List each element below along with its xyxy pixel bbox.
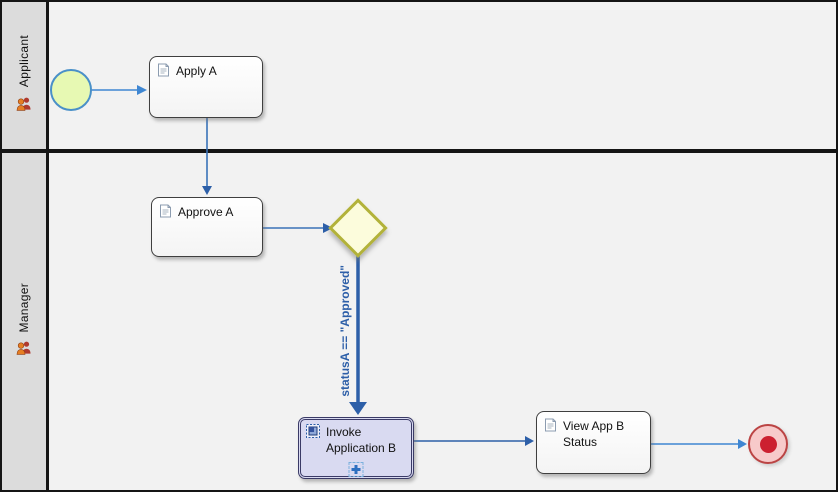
flow-approve-to-gateway[interactable]	[262, 223, 333, 233]
lane-label-manager: Manager	[17, 282, 31, 333]
flow-view-to-end[interactable]	[650, 439, 747, 449]
task-document-icon	[157, 63, 170, 80]
collapsed-subprocess-plus-icon[interactable]	[348, 462, 364, 477]
flow-apply-to-approve[interactable]	[202, 118, 212, 195]
flow-invoke-to-view[interactable]	[413, 436, 534, 446]
task-document-icon	[544, 418, 557, 435]
task-label: Invoke Application B	[326, 425, 397, 455]
subprocess-invoke-application-b[interactable]: Invoke Application B	[298, 417, 414, 479]
start-event[interactable]	[50, 69, 92, 111]
task-label: Apply A	[176, 64, 217, 78]
participants-icon	[16, 96, 32, 116]
task-document-icon	[159, 204, 172, 221]
end-event[interactable]	[748, 424, 788, 464]
lane-label-applicant: Applicant	[17, 35, 31, 88]
task-view-app-b-status[interactable]: View App B Status	[536, 411, 651, 474]
lane-header-manager[interactable]: Manager	[2, 153, 49, 490]
task-approve-a[interactable]: Approve A	[151, 197, 263, 257]
participants-icon	[16, 340, 32, 360]
flow-start-to-apply[interactable]	[91, 85, 147, 95]
end-event-dot	[759, 435, 777, 453]
lane-divider	[2, 149, 836, 153]
lane-header-applicant[interactable]: Applicant	[2, 2, 49, 149]
decision-gateway[interactable]	[328, 198, 388, 258]
task-label: View App B Status	[563, 419, 625, 449]
flow-condition-label: statusA == "Approved"	[338, 265, 352, 397]
task-apply-a[interactable]: Apply A	[149, 56, 263, 118]
subprocess-icon	[306, 424, 320, 441]
task-label: Approve A	[178, 205, 234, 219]
